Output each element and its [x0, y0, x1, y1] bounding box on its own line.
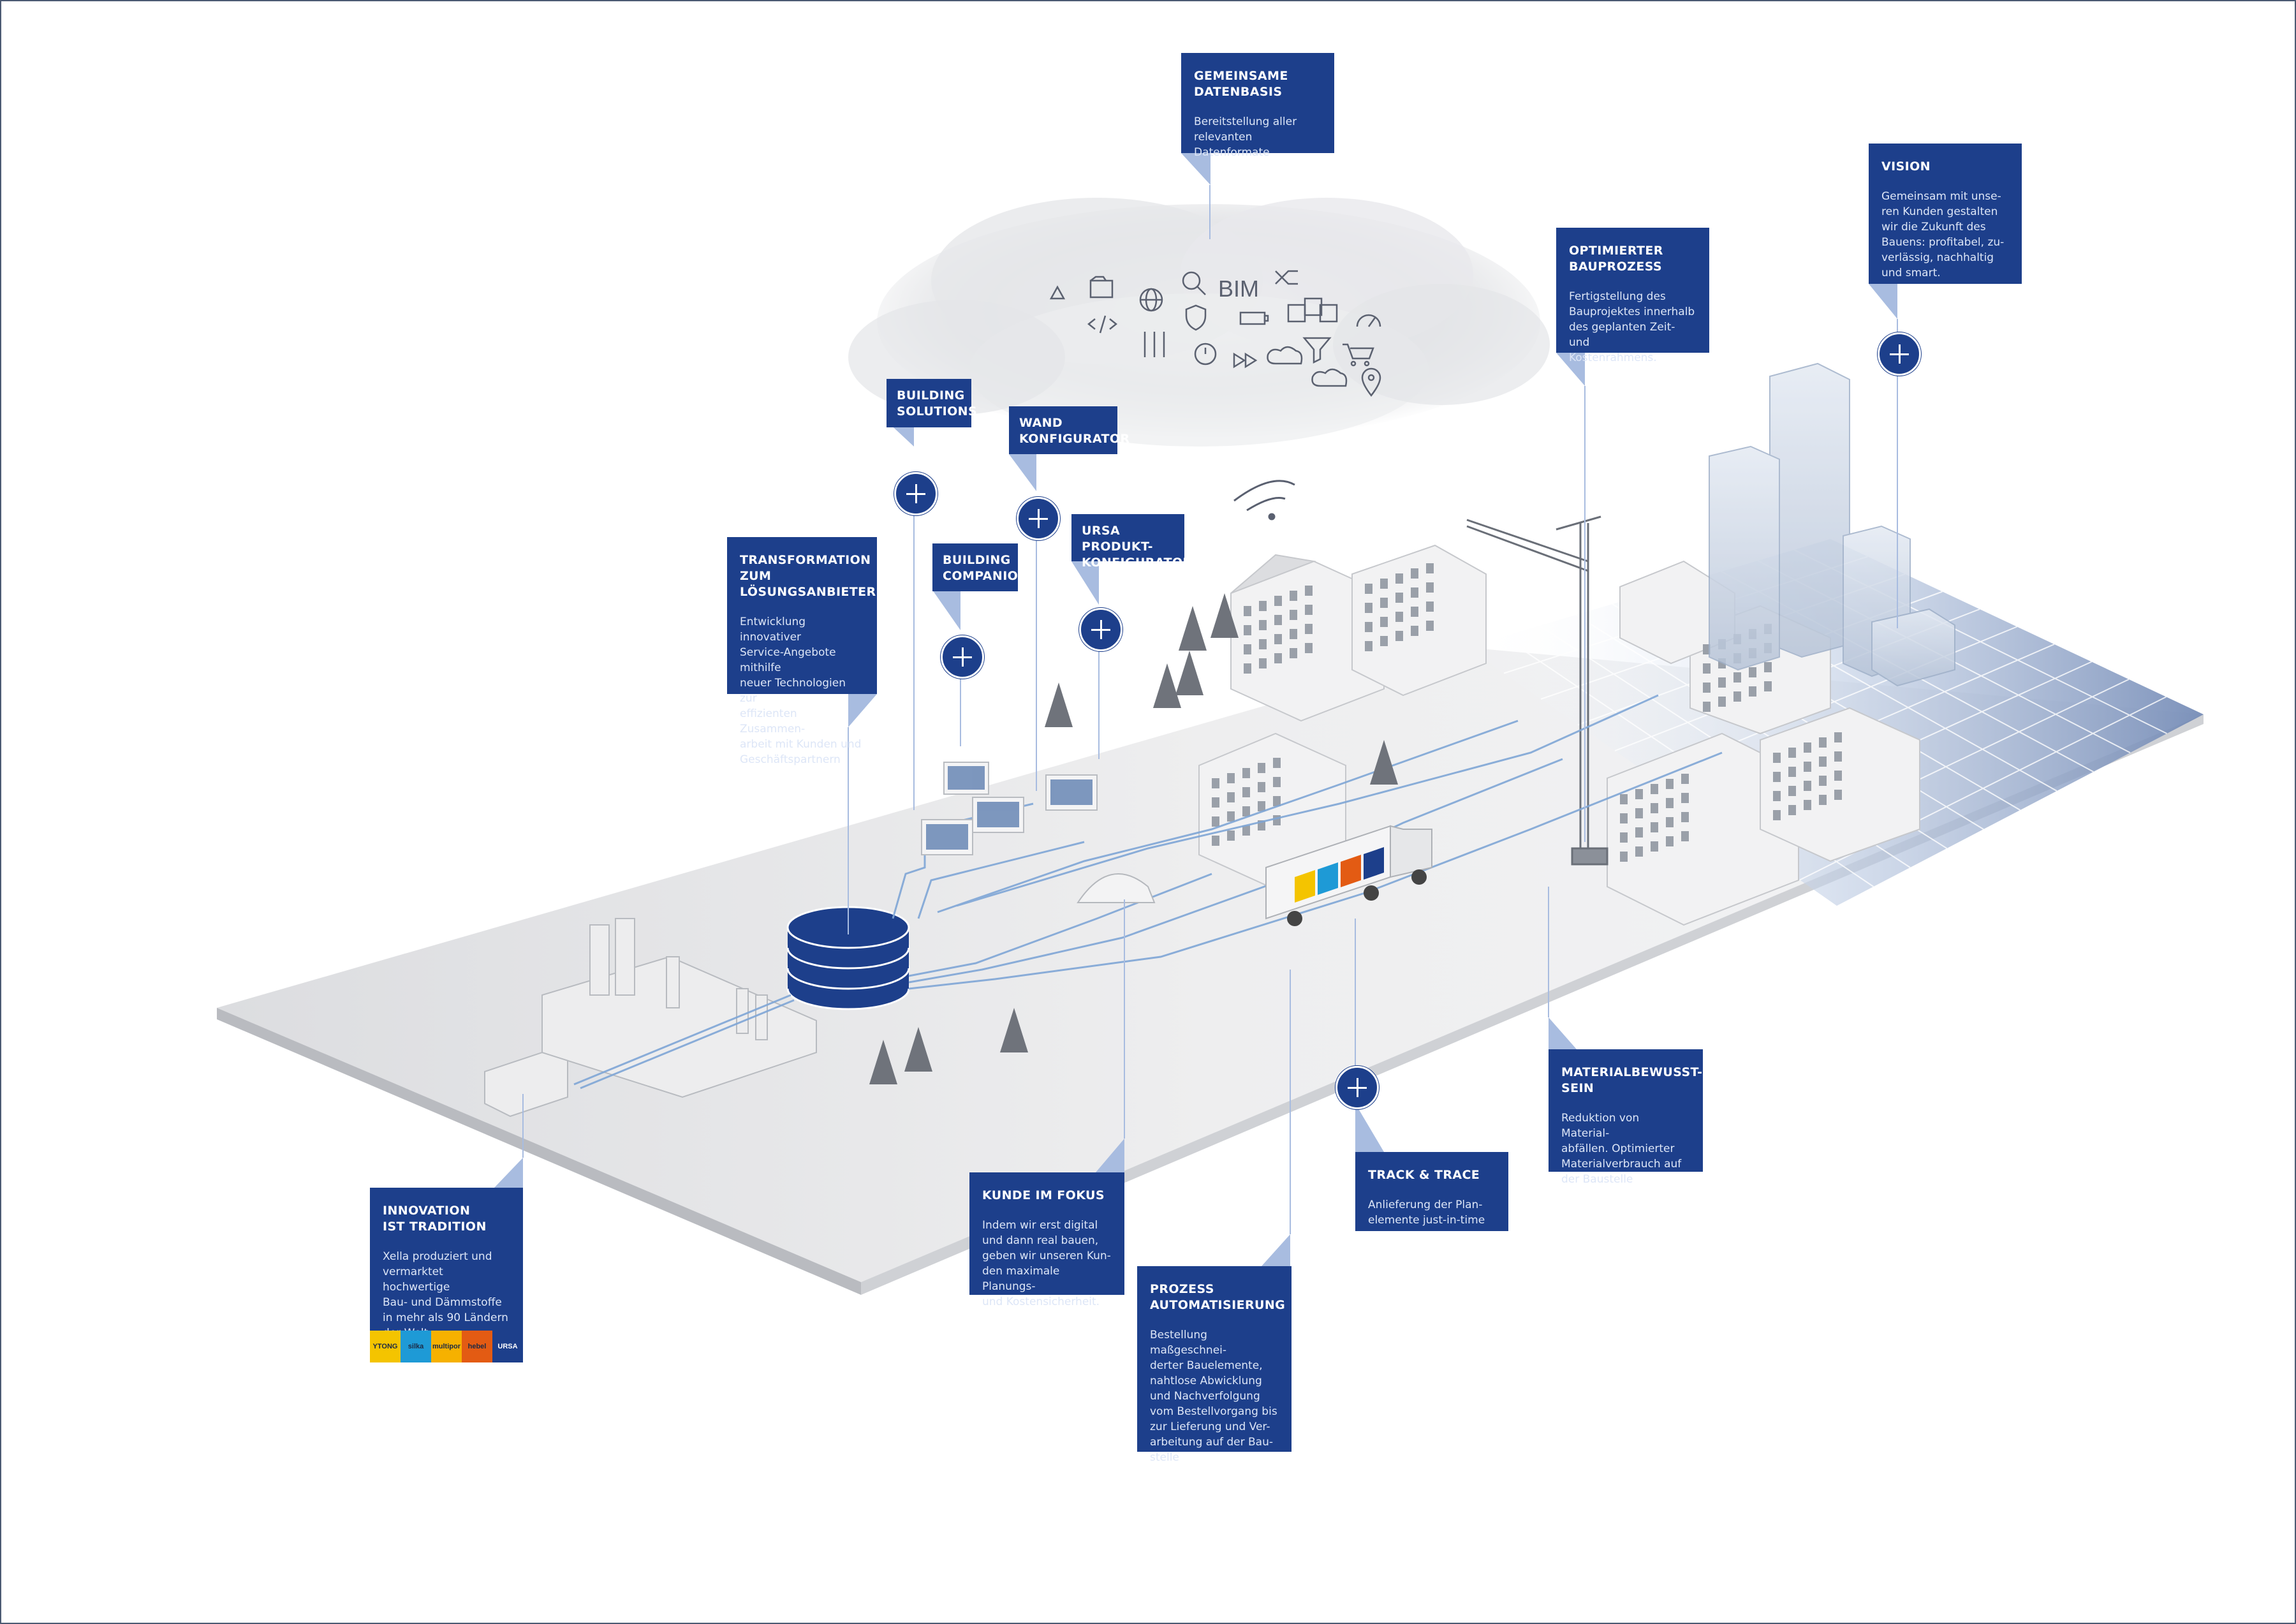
callout-title: INNOVATION IST TRADITION — [383, 1204, 487, 1234]
zoom-icon — [1182, 271, 1206, 295]
brand-logo: silka — [401, 1331, 431, 1362]
hotspot-ursa-produktkonfigurator[interactable] — [1079, 608, 1122, 651]
callout-transformation: TRANSFORMATION ZUM LÖSUNGSANBIETER Entwi… — [727, 537, 877, 766]
callout-title: TRACK & TRACE — [1368, 1168, 1480, 1182]
callout-title: VISION — [1881, 159, 1931, 173]
shuffle-icon — [1275, 270, 1298, 285]
residential-buildings — [1198, 544, 1920, 926]
callout-text: Indem wir erst digital und dann real bau… — [982, 1219, 1111, 1308]
cubes-icon — [1287, 297, 1338, 323]
brand-logo: hebel — [462, 1331, 492, 1362]
callout-title: PROZESS AUTOMATISIERUNG — [1150, 1282, 1286, 1312]
factory — [484, 918, 817, 1118]
bim-label: BIM — [1218, 276, 1259, 302]
callout-text: Fertigstellung des Bauprojektes innerhal… — [1569, 290, 1695, 364]
callout-title: BUILDING COMPANION — [943, 553, 1029, 583]
cloud-icons — [1049, 270, 1381, 397]
hotspot-building-companion[interactable] — [941, 635, 984, 679]
folder-icon — [1089, 276, 1114, 299]
wifi-icon — [1233, 480, 1295, 520]
callout-building-companion: BUILDING COMPANION — [932, 543, 1029, 591]
callout-building-solutions: BUILDING SOLUTIONS — [887, 379, 978, 427]
funnel-icon — [1302, 337, 1332, 364]
trees — [869, 593, 1398, 1084]
brand-logo: multipor — [431, 1331, 462, 1362]
callout-title: OPTIMIERTER BAUPROZESS — [1569, 244, 1663, 274]
stopwatch-icon — [1194, 343, 1217, 365]
callout-vision: VISION Gemeinsam mit unse- ren Kunden ge… — [1869, 144, 2022, 284]
callout-title: BUILDING SOLUTIONS — [897, 388, 978, 418]
callout-title: URSA PRODUKT- KONFIGURATOR — [1082, 524, 1193, 570]
building-windows — [1212, 563, 1842, 862]
truck — [1265, 825, 1432, 926]
glass-towers — [1709, 362, 1955, 687]
callout-wand-konfigurator: WAND KONFIGURATOR — [1009, 406, 1130, 454]
callout-text: Reduktion von Material- abfällen. Optimi… — [1561, 1112, 1682, 1186]
callout-materialbewusstsein: MATERIALBEWUSST- SEIN Reduktion von Mate… — [1549, 1049, 1703, 1186]
callout-text: Bereitstellung aller relevanten Datenfor… — [1194, 115, 1297, 159]
callout-text: Anlieferung der Plan- elemente just-in-t… — [1368, 1199, 1485, 1227]
callout-text: Xella produziert und vermarktet hochwert… — [383, 1250, 508, 1340]
hotspot-vision[interactable] — [1878, 332, 1921, 376]
data-flow-lines — [573, 694, 1723, 1089]
location-pin-icon — [1361, 367, 1381, 397]
brand-logo: YTONG — [370, 1331, 401, 1362]
battery-icon — [1239, 311, 1269, 325]
callout-ursa-produktkonfigurator: URSA PRODUKT- KONFIGURATOR — [1071, 514, 1192, 570]
globe-icon — [1139, 288, 1163, 312]
connector-lines — [522, 185, 1898, 1234]
callout-kunde-im-fokus: KUNDE IM FOKUS Indem wir erst digital un… — [969, 1172, 1124, 1308]
code-icon — [1087, 315, 1118, 334]
cloud-download-icon — [1267, 346, 1303, 365]
callout-title: TRANSFORMATION ZUM LÖSUNGSANBIETER — [740, 553, 876, 599]
callout-title: WAND KONFIGURATOR — [1019, 416, 1130, 446]
shield-check-icon — [1185, 304, 1207, 331]
sliders-icon — [1144, 332, 1165, 357]
callout-text: Bestellung maßgeschnei- derter Bauelemen… — [1150, 1329, 1277, 1464]
callout-prozess-automatisierung: PROZESS AUTOMATISIERUNG Bestellung maßge… — [1137, 1266, 1292, 1464]
callout-title: MATERIALBEWUSST- SEIN — [1561, 1065, 1703, 1095]
hotspot-building-solutions[interactable] — [894, 472, 938, 515]
callout-optimierter-bauprozess: OPTIMIERTER BAUPROZESS Fertigstellung de… — [1556, 228, 1709, 364]
recycle-icon — [1049, 285, 1066, 300]
callout-gemeinsame-datenbasis: GEMEINSAME DATENBASIS Bereitstellung all… — [1181, 53, 1334, 159]
hotspot-wand-konfigurator[interactable] — [1017, 497, 1060, 540]
cloud-upload-icon — [1311, 368, 1348, 387]
callout-title: GEMEINSAME DATENBASIS — [1194, 69, 1288, 99]
callout-innovation: INNOVATION IST TRADITION Xella produzier… — [370, 1188, 523, 1340]
hotspot-track-trace[interactable] — [1336, 1066, 1379, 1109]
callout-text: Entwicklung innovativer Service-Angebote… — [740, 616, 862, 766]
hard-hat — [1077, 873, 1156, 903]
callout-title: KUNDE IM FOKUS — [982, 1188, 1105, 1202]
fast-forward-icon — [1233, 352, 1258, 369]
callout-text: Gemeinsam mit unse- ren Kunden gestalten… — [1881, 190, 2005, 279]
gauge-icon — [1356, 314, 1381, 327]
construction-crane — [1466, 515, 1608, 866]
brand-logo: URSA — [492, 1331, 523, 1362]
callout-track-trace: TRACK & TRACE Anlieferung der Plan- elem… — [1355, 1152, 1508, 1231]
callout-tails — [494, 153, 1897, 1266]
cart-icon — [1343, 343, 1374, 367]
